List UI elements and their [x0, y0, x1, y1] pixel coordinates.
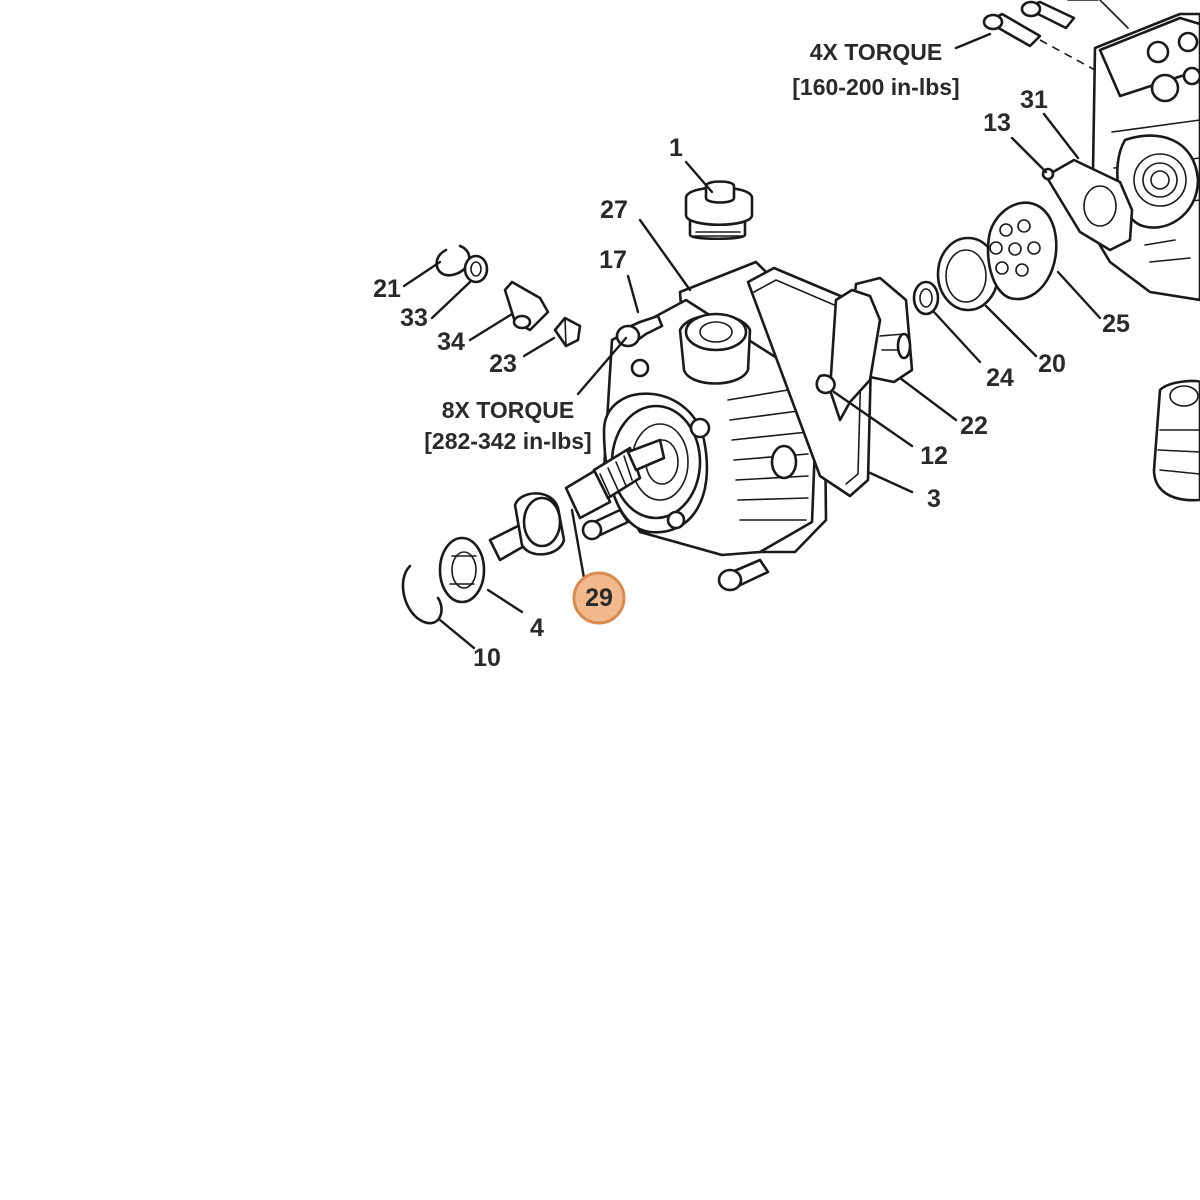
port-plate-part — [1041, 158, 1134, 252]
callout-label-13: 13 — [983, 109, 1011, 137]
torque-notes: 4X TORQUE [160-200 in-lbs] 8X TORQUE [282-3… — [424, 32, 992, 454]
leader-line-27 — [638, 218, 692, 292]
callout-label-25: 25 — [1102, 310, 1130, 338]
leader-line-34 — [468, 312, 514, 342]
torque-note-lower-value: [282-342 in-lbs] — [424, 428, 591, 454]
callout-label-34: 34 — [437, 328, 465, 356]
valve-block — [1090, 12, 1200, 302]
torque-leader-upper — [954, 32, 992, 50]
nut-part — [553, 316, 582, 348]
leader-line-29 — [570, 508, 586, 580]
seal-ring-part — [936, 236, 1000, 312]
leader-line-23 — [522, 336, 556, 358]
torque-note-lower-title: 8X TORQUE — [442, 397, 575, 423]
callout-label-10: 10 — [473, 644, 501, 672]
cylinder-block-part — [986, 201, 1058, 301]
callout-label-22: 22 — [960, 412, 988, 440]
callout-label-1: 1 — [669, 134, 683, 162]
callout-label-24: 24 — [986, 364, 1014, 392]
callout-label-12: 12 — [920, 442, 948, 470]
drive-shaft-part — [488, 438, 666, 562]
leader-line-3 — [866, 470, 914, 494]
upper-bolts — [982, 0, 1129, 48]
alignment-line — [1039, 39, 1096, 71]
plug-part — [684, 180, 754, 241]
callout-label-27: 27 — [600, 196, 628, 224]
callout-label-23: 23 — [489, 350, 517, 378]
piston-part — [1152, 379, 1200, 502]
leader-line-33 — [430, 280, 472, 320]
leader-line-20 — [984, 304, 1038, 358]
spring-part — [912, 280, 940, 316]
callout-label-20: 20 — [1038, 350, 1066, 378]
leader-line-24 — [932, 310, 982, 364]
key-part — [503, 280, 550, 332]
callout-label-33: 33 — [400, 304, 428, 332]
bearing-part — [438, 536, 486, 604]
snap-ring-small-part — [435, 244, 471, 277]
leader-line-25 — [1056, 270, 1102, 320]
leader-line-22 — [898, 376, 958, 422]
torque-note-upper-value: [160-200 in-lbs] — [792, 74, 959, 100]
retaining-ring-part — [401, 564, 443, 625]
callout-label-3: 3 — [927, 485, 941, 513]
callout-label-31: 31 — [1020, 86, 1048, 114]
callout-label-29[interactable]: 29 — [585, 584, 613, 612]
leader-line-1 — [684, 160, 714, 194]
pump-housing — [581, 260, 828, 592]
leader-line-4 — [486, 588, 524, 614]
leader-line-17 — [626, 274, 640, 314]
callout-label-21: 21 — [373, 275, 401, 303]
callout-highlight-29[interactable] — [572, 571, 626, 625]
seal-small-part — [463, 254, 489, 284]
leader-line-13 — [1010, 136, 1048, 174]
leader-lines — [402, 112, 1102, 650]
leader-line-31 — [1042, 112, 1080, 160]
leader-line-12 — [832, 390, 914, 448]
callout-label-4: 4 — [530, 614, 544, 642]
leader-line-21 — [402, 260, 442, 288]
leader-line-10 — [438, 618, 476, 650]
swashplate-part — [815, 276, 914, 422]
torque-note-upper-title: 4X TORQUE — [810, 39, 943, 65]
callout-label-17: 17 — [599, 246, 627, 274]
torque-leader-lower — [576, 336, 628, 396]
